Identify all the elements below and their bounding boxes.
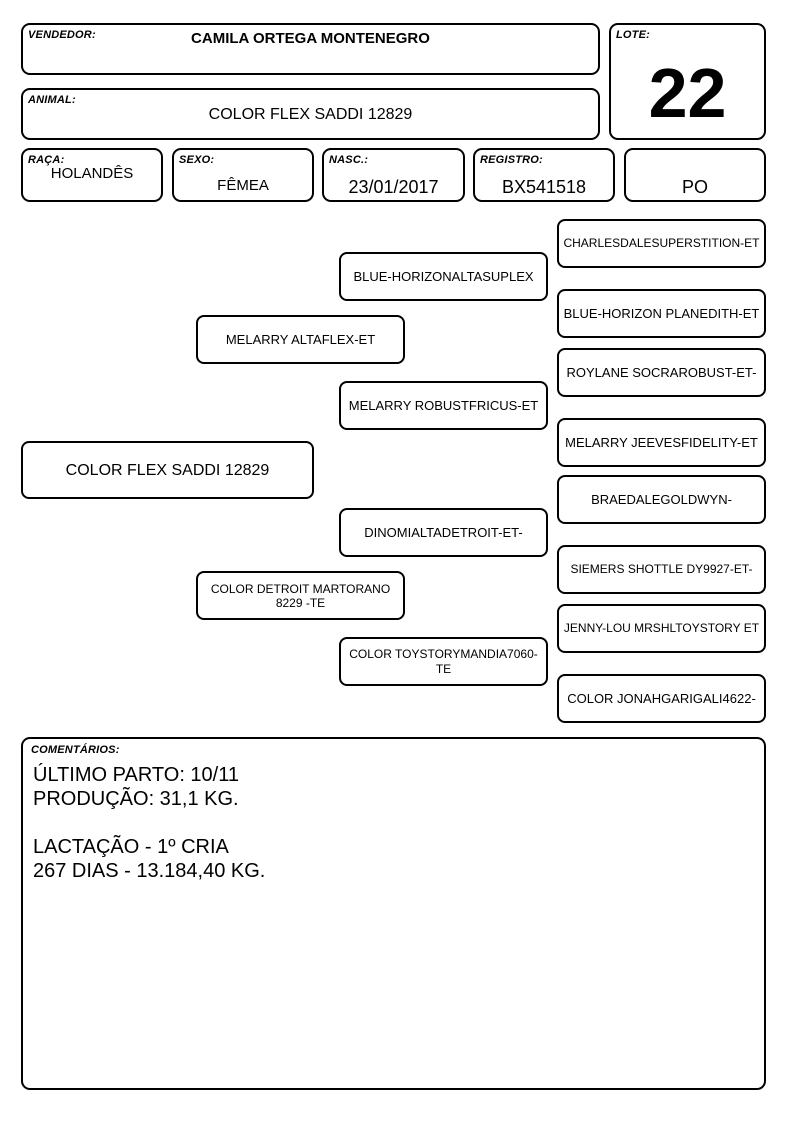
tipo-value: PO xyxy=(681,177,708,197)
pedigree-sire: MELARRY ALTAFLEX-ET xyxy=(196,315,405,364)
registro-value: BX541518 xyxy=(501,177,587,197)
pedigree-ggp-4-label: MELARRY JEEVESFIDELITY-ET xyxy=(565,435,758,450)
pedigree-ggp-1-label: CHARLESDALESUPERSTITION-ET xyxy=(563,236,760,250)
pedigree-ggp-3-label: ROYLANE SOCRAROBUST-ET- xyxy=(566,365,757,380)
comments-box: COMENTÁRIOS: ÚLTIMO PARTO: 10/11 PRODUÇÃ… xyxy=(21,737,766,1090)
sexo-label: SEXO: xyxy=(179,154,215,166)
vendedor-value: CAMILA ORTEGA MONTENEGRO xyxy=(191,30,430,47)
pedigree-ggp-6: SIEMERS SHOTTLE DY9927-ET- xyxy=(557,545,766,594)
pedigree-sire-label: MELARRY ALTAFLEX-ET xyxy=(225,332,376,347)
pedigree-ggp-3: ROYLANE SOCRAROBUST-ET- xyxy=(557,348,766,397)
pedigree-sire-dam-label: MELARRY ROBUSTFRICUS-ET xyxy=(348,398,539,413)
pedigree-ggp-5-label: BRAEDALEGOLDWYN- xyxy=(591,492,732,507)
pedigree-ggp-1: CHARLESDALESUPERSTITION-ET xyxy=(557,219,766,268)
pedigree-ggp-8: COLOR JONAHGARIGALI4622- xyxy=(557,674,766,723)
pedigree-sire-dam: MELARRY ROBUSTFRICUS-ET xyxy=(339,381,548,430)
nasc-value: 23/01/2017 xyxy=(348,177,439,197)
registro-label: REGISTRO: xyxy=(480,154,543,166)
pedigree-animal: COLOR FLEX SADDI 12829 xyxy=(21,441,314,499)
nasc-box: NASC.: 23/01/2017 xyxy=(322,148,465,202)
lote-label: LOTE: xyxy=(616,29,650,41)
sexo-value: FÊMEA xyxy=(217,177,269,194)
pedigree-dam-sire: DINOMIALTADETROIT-ET- xyxy=(339,508,548,557)
pedigree-sire-sire: BLUE-HORIZONALTASUPLEX xyxy=(339,252,548,301)
pedigree-animal-label: COLOR FLEX SADDI 12829 xyxy=(65,461,270,479)
raca-value: HOLANDÊS xyxy=(50,165,134,182)
vendedor-label: VENDEDOR: xyxy=(28,29,96,41)
lote-number: 22 xyxy=(648,54,727,132)
comments-text: ÚLTIMO PARTO: 10/11 PRODUÇÃO: 31,1 KG. L… xyxy=(33,764,266,882)
pedigree-dam-dam-label: COLOR TOYSTORYMANDIA7060-TE xyxy=(349,646,538,676)
nasc-label: NASC.: xyxy=(329,154,369,166)
pedigree-ggp-4: MELARRY JEEVESFIDELITY-ET xyxy=(557,418,766,467)
tipo-box: PO xyxy=(624,148,766,202)
pedigree-ggp-5: BRAEDALEGOLDWYN- xyxy=(557,475,766,524)
raca-label: RAÇA: xyxy=(28,154,65,166)
animal-label: ANIMAL: xyxy=(28,94,76,106)
pedigree-ggp-7-label: JENNY-LOU MRSHLTOYSTORY ET xyxy=(563,621,760,635)
vendedor-box: VENDEDOR: CAMILA ORTEGA MONTENEGRO xyxy=(21,23,600,75)
pedigree-dam-dam: COLOR TOYSTORYMANDIA7060-TE xyxy=(339,637,548,686)
pedigree-dam-sire-label: DINOMIALTADETROIT-ET- xyxy=(364,525,523,540)
sexo-box: SEXO: FÊMEA xyxy=(172,148,314,202)
pedigree-ggp-2: BLUE-HORIZON PLANEDITH-ET xyxy=(557,289,766,338)
pedigree-ggp-7: JENNY-LOU MRSHLTOYSTORY ET xyxy=(557,604,766,653)
lote-box: LOTE: 22 xyxy=(609,23,766,140)
pedigree-dam-label: COLOR DETROIT MARTORANO 8229 -TE xyxy=(210,581,391,610)
animal-box: ANIMAL: COLOR FLEX SADDI 12829 xyxy=(21,88,600,140)
animal-value: COLOR FLEX SADDI 12829 xyxy=(208,106,413,123)
registro-box: REGISTRO: BX541518 xyxy=(473,148,615,202)
raca-box: RAÇA: HOLANDÊS xyxy=(21,148,163,202)
comments-label: COMENTÁRIOS: xyxy=(31,744,120,756)
pedigree-ggp-6-label: SIEMERS SHOTTLE DY9927-ET- xyxy=(570,562,753,576)
pedigree-ggp-8-label: COLOR JONAHGARIGALI4622- xyxy=(567,691,756,706)
pedigree-dam: COLOR DETROIT MARTORANO 8229 -TE xyxy=(196,571,405,620)
pedigree-sire-sire-label: BLUE-HORIZONALTASUPLEX xyxy=(353,269,534,284)
pedigree-ggp-2-label: BLUE-HORIZON PLANEDITH-ET xyxy=(563,306,760,321)
